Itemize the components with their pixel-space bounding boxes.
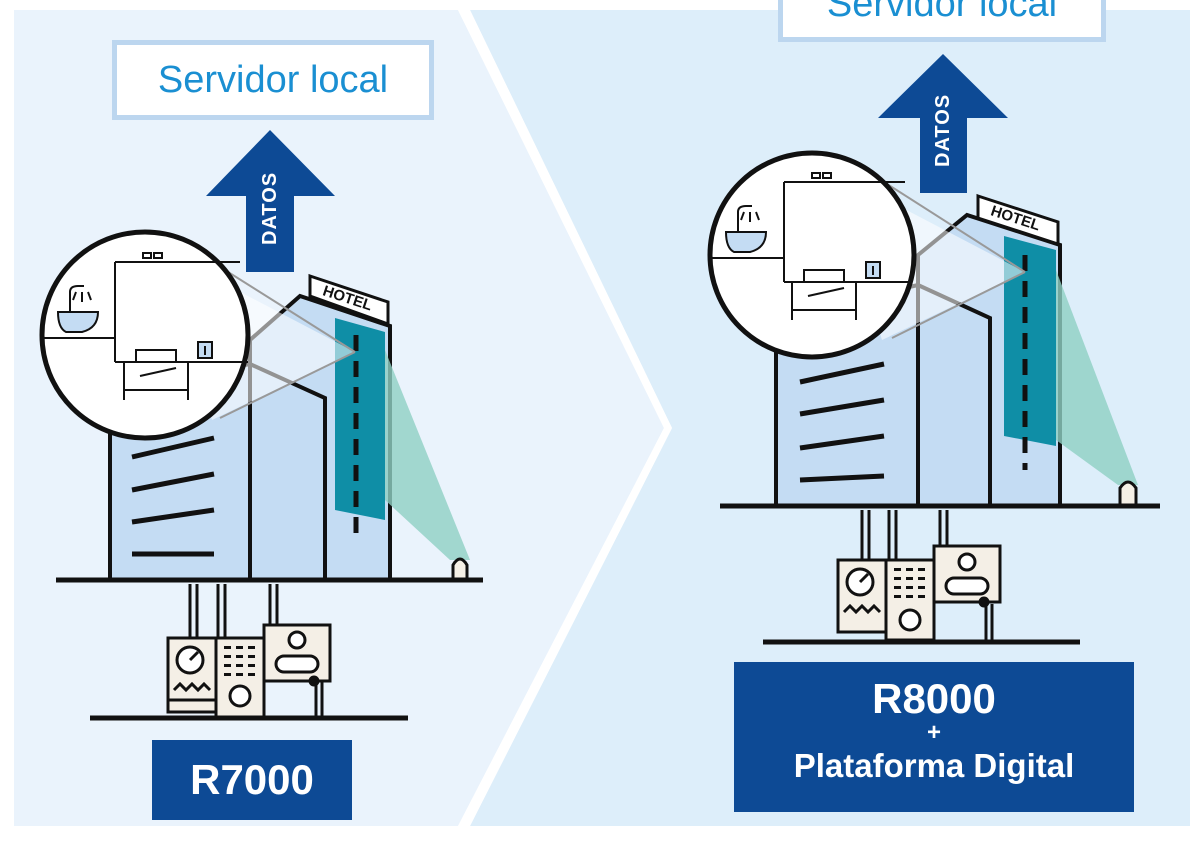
right-hotel-sign — [976, 193, 1060, 247]
right-equipment — [836, 544, 1002, 642]
right-model-line2: Plataforma Digital — [793, 747, 1075, 784]
right-scene — [707, 54, 1160, 645]
right-equipment-vents — [894, 568, 925, 598]
right-pipes — [860, 510, 994, 642]
left-equipment-vents — [224, 646, 255, 676]
right-sensor — [1118, 480, 1138, 508]
left-room-contents — [42, 252, 248, 400]
left-server-label: Servidor local — [112, 40, 434, 120]
right-sensor-beam — [1056, 270, 1138, 485]
right-model-box: R8000 + Plataforma Digital — [734, 662, 1134, 812]
right-datos-arrow — [878, 54, 1008, 193]
right-room-contents — [710, 172, 912, 320]
right-server-label: Servidor local — [778, 0, 1106, 42]
left-hotel-sign — [308, 273, 390, 327]
left-sensor — [451, 557, 469, 582]
left-teal-window — [335, 318, 385, 520]
left-room-zoom — [39, 229, 251, 441]
left-datos-arrow — [206, 130, 335, 272]
left-datos-label: DATOS — [259, 171, 281, 245]
right-model-line1: R8000 — [872, 675, 996, 722]
right-model-plus: + — [926, 719, 941, 746]
left-sensor-beam — [385, 350, 470, 560]
left-model-label: R7000 — [152, 740, 352, 820]
right-datos-label: DATOS — [932, 93, 954, 167]
left-equipment — [166, 623, 332, 720]
right-teal-window — [1004, 236, 1056, 446]
right-front-windows — [799, 361, 885, 483]
left-front-windows — [131, 435, 215, 557]
left-scene — [39, 130, 483, 721]
left-pipes — [188, 584, 324, 718]
right-room-zoom — [707, 150, 917, 360]
